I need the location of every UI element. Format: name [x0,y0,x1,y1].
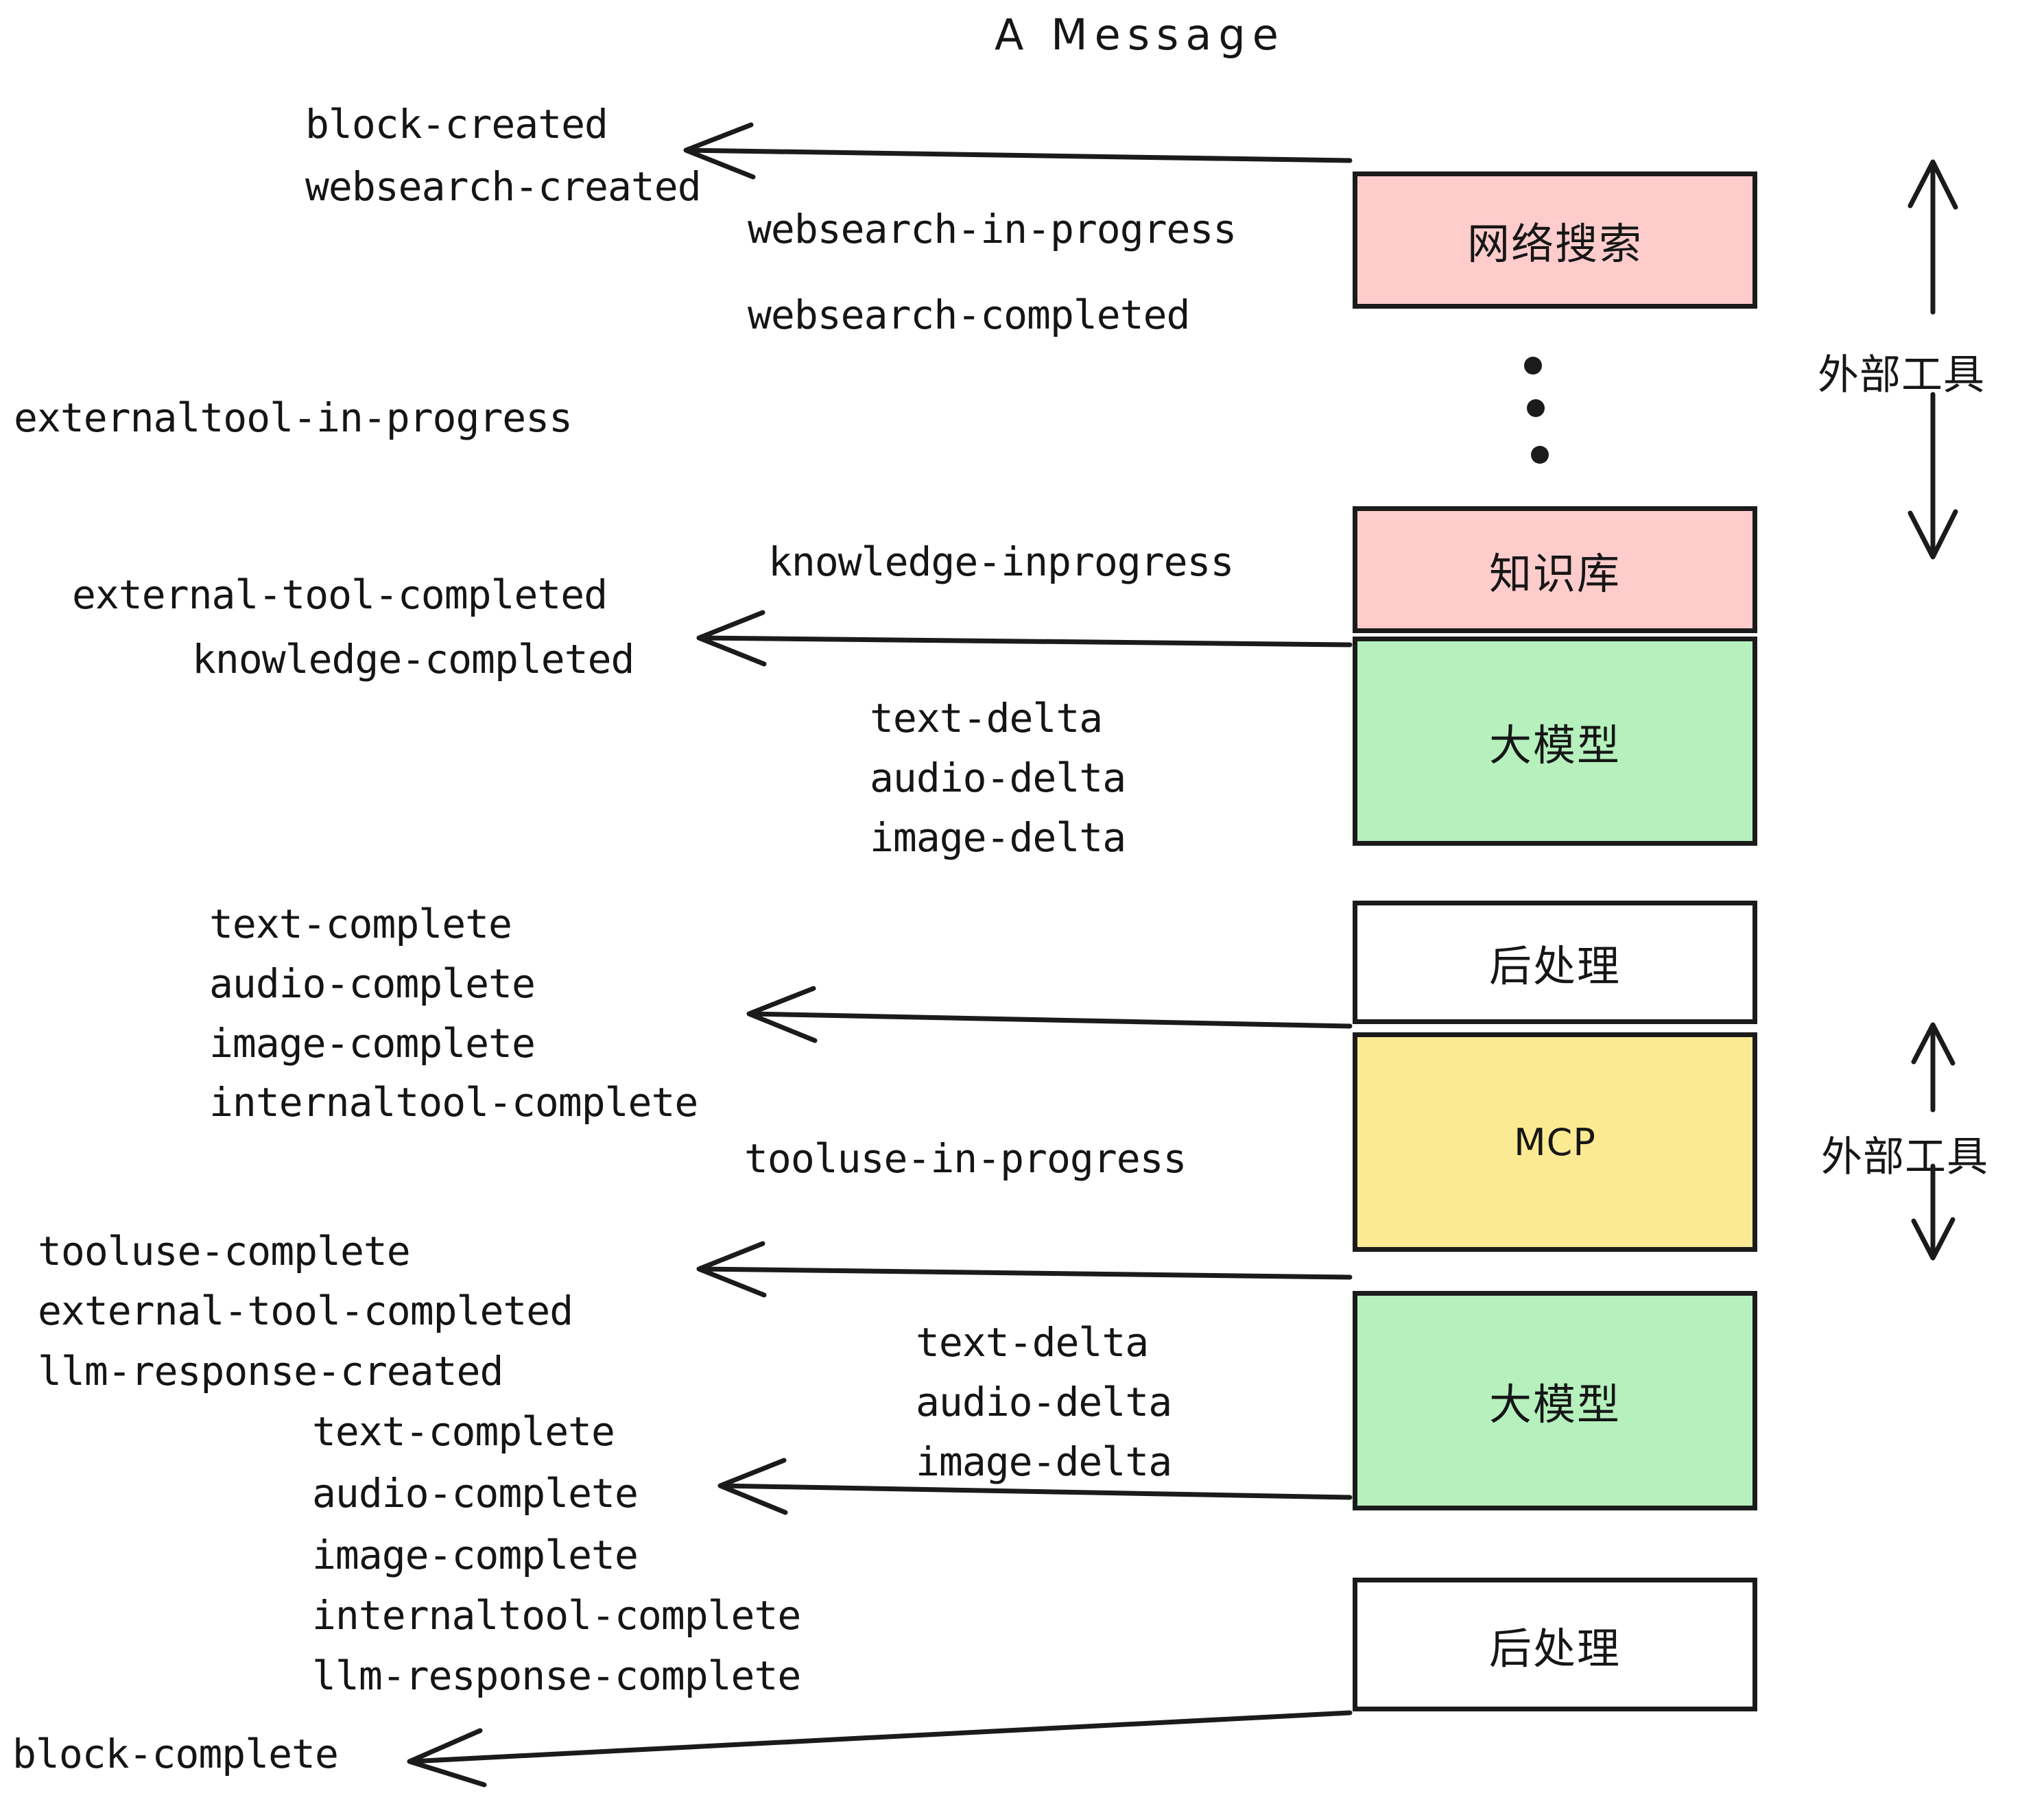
event-text-delta-1: text-delta [870,695,1103,741]
event-llm-response-complete: llm-response-complete [312,1652,801,1699]
box-knowledge-label: 知识库 [1488,548,1621,599]
event-websearch-in-progress: websearch-in-progress [748,206,1237,252]
event-image-complete-1: image-complete [209,1020,536,1067]
event-audio-complete-2: audio-complete [312,1470,639,1517]
box-llm-top[interactable]: 大模型 [1353,637,1757,846]
event-block-created: block-created [305,101,608,147]
box-knowledge[interactable]: 知识库 [1353,506,1757,633]
event-tooluse-in-progress: tooluse-in-progress [744,1135,1187,1182]
box-mcp[interactable]: MCP [1353,1032,1757,1252]
event-externaltool-in-progress: externaltool-in-progress [14,394,573,441]
side-label-external-tools-top: 外部工具 [1818,351,1985,399]
box-llm-bottom[interactable]: 大模型 [1353,1291,1757,1510]
arrow-tooluse-complete [696,1241,1353,1298]
event-audio-complete-1: audio-complete [209,960,536,1007]
side-label-external-tools-bottom: 外部工具 [1821,1133,1988,1181]
event-image-complete-2: image-complete [312,1532,639,1578]
box-llm-bottom-label: 大模型 [1488,1379,1621,1429]
arrow-block-created [683,122,1353,180]
box-websearch-label: 网络搜索 [1466,219,1643,269]
ellipsis-dot [1531,446,1549,464]
arrow-knowledge-completed [696,610,1353,667]
box-mcp-label: MCP [1514,1120,1596,1164]
event-audio-delta-2: audio-delta [916,1379,1172,1425]
page-title: A Message [995,10,1285,60]
box-postprocess-top-label: 后处理 [1488,941,1621,991]
event-knowledge-completed: knowledge-completed [192,636,634,683]
box-llm-top-label: 大模型 [1488,720,1621,770]
event-external-tool-completed-2: external-tool-completed [38,1287,573,1334]
event-websearch-created: websearch-created [305,163,702,210]
arrow-image-complete [746,986,1353,1043]
event-websearch-completed: websearch-completed [748,292,1190,338]
event-external-tool-completed-1: external-tool-completed [72,571,608,618]
event-image-delta-2: image-delta [916,1438,1172,1485]
event-block-complete: block-complete [12,1731,339,1777]
event-audio-delta-1: audio-delta [870,755,1126,801]
box-websearch[interactable]: 网络搜索 [1353,171,1757,309]
ellipsis-dot [1524,357,1542,375]
ellipsis-dot [1527,399,1545,417]
event-image-delta-1: image-delta [870,814,1126,861]
event-internaltool-complete-2: internaltool-complete [312,1592,801,1639]
event-knowledge-inprogress: knowledge-inprogress [768,538,1234,585]
box-postprocess-bottom-label: 后处理 [1488,1623,1621,1674]
event-llm-response-created: llm-response-created [38,1348,503,1394]
box-postprocess-top[interactable]: 后处理 [1353,901,1757,1024]
event-internaltool-complete-1: internaltool-complete [209,1079,698,1126]
arrow-block-complete [407,1710,1353,1788]
box-postprocess-bottom[interactable]: 后处理 [1353,1578,1757,1711]
event-text-complete-2: text-complete [312,1408,615,1455]
event-tooluse-complete: tooluse-complete [38,1228,411,1274]
event-text-delta-2: text-delta [916,1319,1149,1366]
event-text-complete-1: text-complete [209,901,512,947]
